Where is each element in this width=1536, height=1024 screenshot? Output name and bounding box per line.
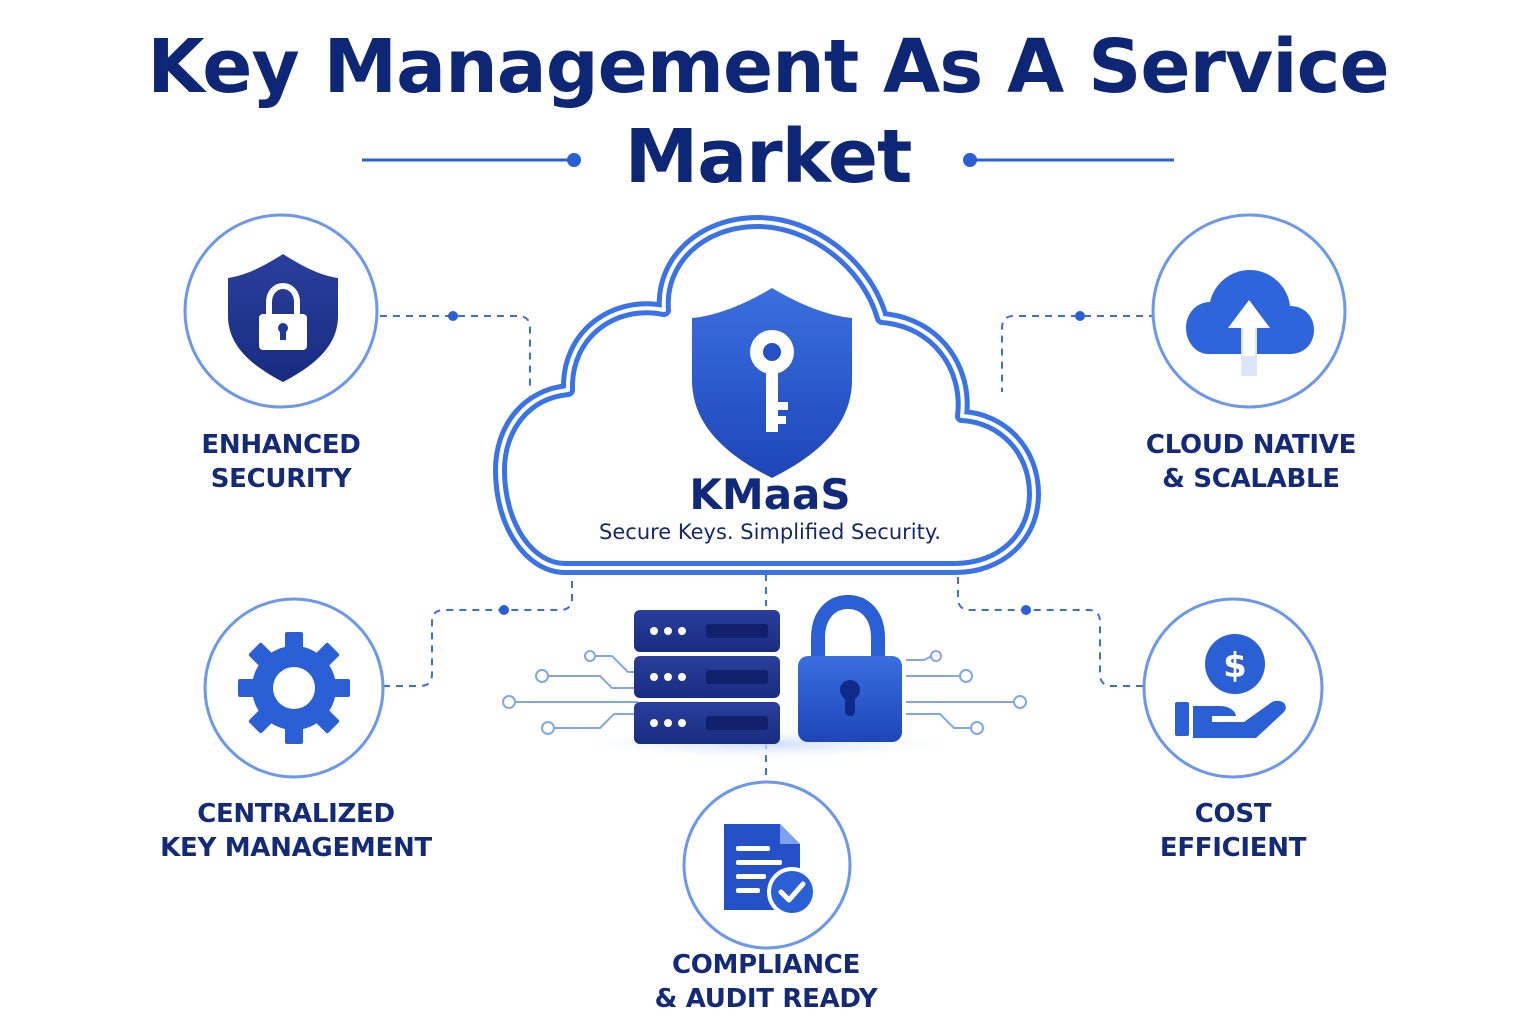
feature-label-centralized: CENTRALIZED KEY MANAGEMENT	[136, 797, 456, 865]
centralized-icon-circle	[203, 597, 385, 779]
gear-icon	[238, 632, 350, 744]
feature-label-line: CENTRALIZED	[197, 799, 395, 829]
feature-label-cloud-native: CLOUD NATIVE & SCALABLE	[1101, 428, 1401, 496]
feature-label-line: CLOUD NATIVE	[1145, 430, 1357, 460]
center-name: KMaaS	[689, 470, 851, 519]
feature-label-enhanced-security: ENHANCED SECURITY	[141, 428, 421, 496]
title-divider-right	[963, 153, 1174, 167]
svg-text:$: $	[1223, 646, 1247, 686]
shield-key-icon	[692, 288, 852, 478]
feature-label-cost-efficient: COST EFFICIENT	[1093, 797, 1373, 865]
compliance-icon-circle	[682, 780, 852, 950]
hand-dollar-icon: $	[1175, 634, 1286, 738]
feature-label-line: COST	[1194, 799, 1272, 829]
cloud-upload-icon	[1186, 270, 1314, 376]
feature-label-line: SECURITY	[210, 464, 352, 494]
shield-lock-icon	[228, 254, 338, 382]
feature-label-line: & SCALABLE	[1162, 464, 1340, 494]
feature-label-line: COMPLIANCE	[671, 950, 861, 980]
feature-label-compliance: COMPLIANCE & AUDIT READY	[616, 948, 916, 1016]
feature-label-line: ENHANCED	[201, 430, 361, 460]
page-title-line-2: Market	[624, 114, 913, 200]
title-divider-left	[362, 153, 581, 167]
server-rack-icon	[634, 610, 780, 744]
feature-label-line: KEY MANAGEMENT	[160, 833, 432, 863]
cloud-native-icon-circle	[1151, 213, 1347, 409]
cost-efficient-icon-circle: $	[1142, 597, 1324, 779]
feature-label-line: & AUDIT READY	[654, 984, 878, 1014]
page-title-line-1: Key Management As A Service	[147, 24, 1389, 110]
center-tagline: Secure Keys. Simplified Security.	[599, 520, 941, 544]
document-check-icon	[724, 824, 817, 917]
enhanced-security-icon-circle	[183, 213, 379, 409]
padlock-icon	[798, 594, 902, 742]
connector-dots	[448, 311, 1085, 615]
circuit-lines-icon	[502, 650, 1027, 735]
feature-label-line: EFFICIENT	[1159, 833, 1307, 863]
